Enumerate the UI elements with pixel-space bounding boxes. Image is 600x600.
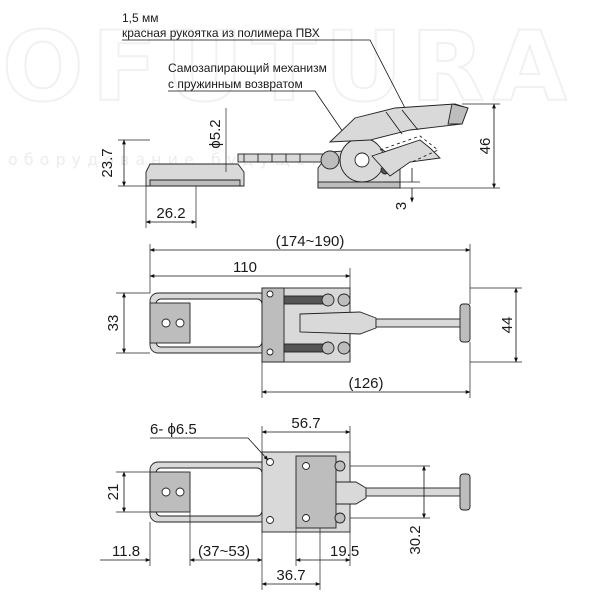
mount-hole	[302, 462, 310, 470]
latch-base-tab	[261, 287, 285, 363]
note-thickness: 1,5 мм	[122, 11, 159, 25]
side-view: 1,5 мм красная рукоятка из полимера ПВХ …	[99, 11, 500, 228]
nut-bottom	[334, 460, 346, 472]
dim-left-offset: 11.8	[112, 543, 140, 560]
hook-lip	[149, 179, 241, 187]
base-hole	[266, 348, 274, 356]
bottom-view: 6- ϕ6.5 56.7 21 11.8 (37~53) 19.5 30.2 3…	[100, 415, 471, 590]
top-view: (174~190) 110 33 44 (126)	[105, 233, 522, 398]
handle-bottom	[365, 487, 463, 497]
dim-loop-width: 33	[105, 315, 122, 332]
hook-hole	[161, 487, 171, 497]
watermark-logo: OFUTURA	[2, 11, 575, 123]
hook-hole	[161, 318, 171, 328]
lever-arm	[371, 139, 441, 177]
base-hole	[266, 290, 274, 298]
lever-bottom	[335, 481, 367, 505]
dim-hole-pitch-y: 30.2	[407, 525, 424, 554]
dim-loop-length: 110	[233, 259, 257, 276]
handle-tip	[447, 103, 469, 125]
spring-upper	[283, 295, 325, 305]
nut-lower	[321, 341, 335, 355]
dim-overall-width: 44	[499, 317, 516, 334]
handle-ribs	[385, 109, 419, 135]
leader-holes	[150, 437, 269, 461]
mount-hole	[302, 514, 310, 522]
pivot-nut	[320, 150, 340, 170]
handle-top	[375, 318, 463, 328]
dim-loop-width-bottom: 21	[105, 484, 122, 501]
hook-hole	[175, 318, 185, 328]
dim-width-base: 26.2	[156, 205, 185, 222]
latch-base-flange	[317, 181, 401, 189]
spring-lower	[283, 343, 325, 353]
nut-bottom	[334, 512, 346, 524]
handle-open-phantom	[379, 135, 439, 163]
ext-overall-width	[470, 287, 522, 363]
base-plate-bottom	[295, 455, 337, 529]
watermark: OFUTURA оборудование будущего	[1, 10, 575, 169]
dim-height-left: 23.7	[99, 148, 116, 177]
dim-holes: 6- ϕ6.5	[150, 421, 197, 438]
dim-gap: 3	[393, 202, 410, 210]
ext-loop-width-bottom	[116, 471, 150, 513]
mount-hole	[266, 516, 274, 524]
dim-total-length: (174~190)	[276, 233, 345, 250]
dim-adjust-range: (37~53)	[198, 543, 250, 560]
note-mechanism-line1: Самозапирающий механизм	[168, 61, 327, 75]
leader-mechanism	[168, 90, 346, 136]
ext-hole-pitch-y	[350, 465, 430, 519]
dim-height-right: 46	[477, 138, 494, 155]
nut-upper	[321, 293, 335, 307]
note-handle: красная рукоятка из полимера ПВХ	[122, 26, 320, 40]
ext-total-length	[149, 244, 471, 304]
handle-end-top	[459, 303, 471, 343]
leader-handle	[122, 39, 406, 109]
hook-hole	[175, 487, 185, 497]
loop-rod	[237, 153, 325, 163]
ext-loop-width	[116, 292, 150, 354]
dim-right-offset: 19.5	[330, 543, 359, 560]
handle-end-bottom	[459, 473, 471, 511]
mechanism-pivot	[354, 152, 370, 168]
lever-top	[299, 311, 377, 335]
nut-lower-2	[337, 341, 351, 355]
note-mechanism-line2: с пружинным возвратом	[168, 77, 303, 91]
dim-hole-pitch-x: 56.7	[291, 415, 320, 432]
dim-base-pitch: 36.7	[276, 567, 305, 584]
dim-dia: ϕ5.2	[207, 119, 224, 148]
nut-upper-2	[337, 293, 351, 307]
spring-coils	[243, 154, 301, 162]
dim-base-to-handle: (126)	[348, 375, 383, 392]
